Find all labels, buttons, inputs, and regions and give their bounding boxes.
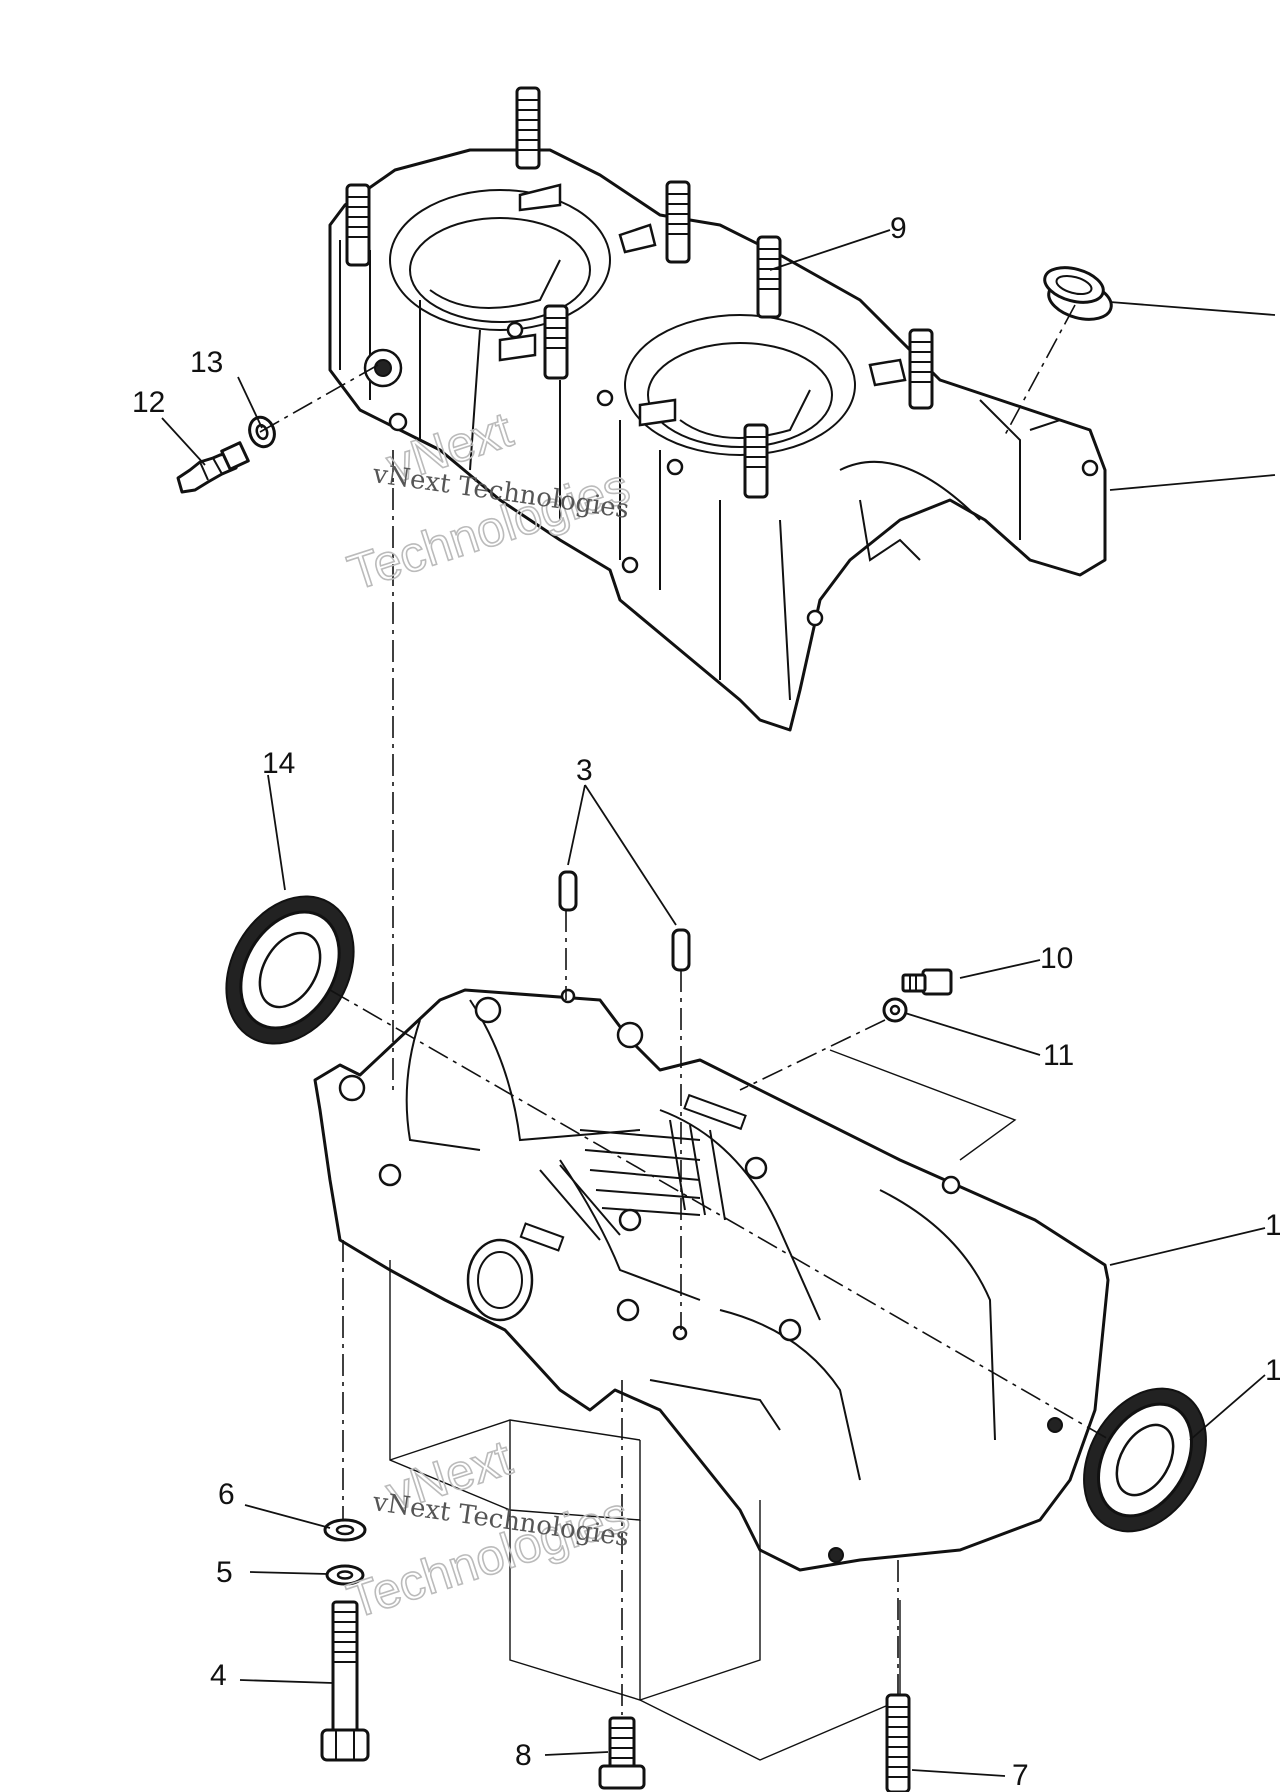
stud — [885, 1693, 911, 1792]
dowel-pin — [558, 870, 578, 912]
alignment-lines — [259, 304, 1111, 1715]
stud — [515, 86, 541, 170]
stud — [908, 328, 934, 410]
callout-7: 7 — [1012, 1759, 1029, 1792]
callout-14: 14 — [262, 747, 295, 780]
callout-6: 6 — [218, 1478, 235, 1511]
plug — [1043, 266, 1113, 321]
callout-12: 12 — [132, 386, 165, 419]
hex-bolt — [901, 968, 953, 996]
oil-seal — [225, 895, 355, 1045]
lower-crankcase — [313, 988, 1110, 1572]
callout-4: 4 — [210, 1659, 227, 1692]
dowel-pin — [671, 928, 691, 972]
stud — [665, 180, 691, 264]
sensor-fitting — [176, 441, 250, 494]
oil-seal — [1083, 1387, 1207, 1533]
callout-13: 13 — [190, 346, 223, 379]
stud — [345, 183, 371, 267]
upper-crankcase — [328, 86, 1107, 732]
callout-labels: 14 3 10 11 9 13 12 1 1 6 5 4 8 7 — [132, 212, 1280, 1792]
hex-bolt — [320, 1600, 370, 1762]
construction-lines — [389, 1049, 1017, 1761]
callout-5: 5 — [216, 1556, 233, 1589]
leader-lines — [161, 229, 1276, 1777]
callout-1-partial: 1 — [1265, 1209, 1280, 1242]
callout-10: 10 — [1040, 942, 1073, 975]
stud — [743, 423, 769, 499]
stud — [756, 235, 782, 319]
callout-9: 9 — [890, 212, 907, 245]
stud — [543, 304, 569, 380]
callout-11: 11 — [1043, 1039, 1074, 1072]
lock-washer — [882, 997, 908, 1023]
drain-plug — [598, 1716, 646, 1790]
callout-3: 3 — [576, 754, 593, 787]
callout-14-partial: 1 — [1265, 1354, 1280, 1387]
flat-washer — [323, 1518, 367, 1542]
lock-washer — [325, 1564, 365, 1586]
lock-washer — [248, 415, 276, 449]
callout-8: 8 — [515, 1739, 532, 1772]
